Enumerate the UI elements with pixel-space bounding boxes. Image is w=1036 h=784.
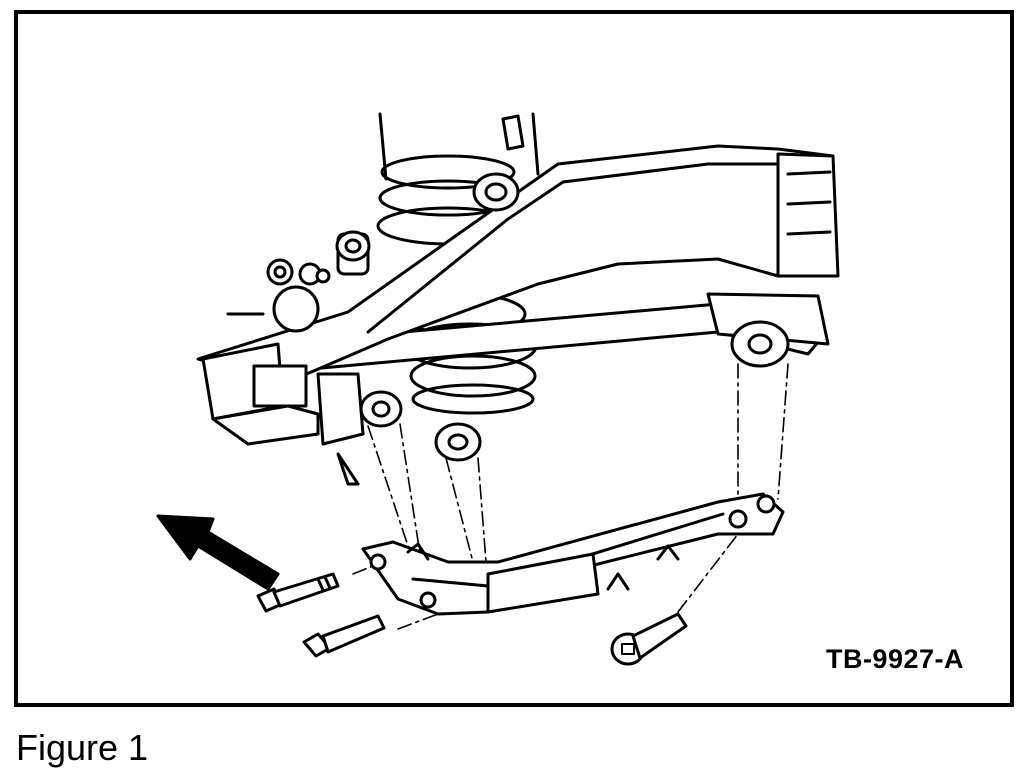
figure-frame: TB-9927-A [14, 10, 1014, 707]
alignment-lines [352, 363, 789, 630]
figure-code: TB-9927-A [825, 644, 964, 674]
upper-bushing-1 [472, 172, 520, 212]
bushing-rear [730, 320, 790, 368]
suspension-drawing [156, 112, 840, 666]
knuckle [201, 342, 365, 486]
figure-caption: Figure 1 [16, 727, 149, 768]
bolt-torx [610, 612, 688, 666]
bolt-lower [302, 614, 386, 658]
bolt-upper [256, 572, 340, 613]
arrow-icon [156, 514, 280, 591]
lower-control-arm [361, 492, 785, 616]
bushing-front-left [359, 390, 403, 428]
bushing-front-right [434, 422, 482, 462]
upper-bushing-2 [335, 230, 371, 262]
